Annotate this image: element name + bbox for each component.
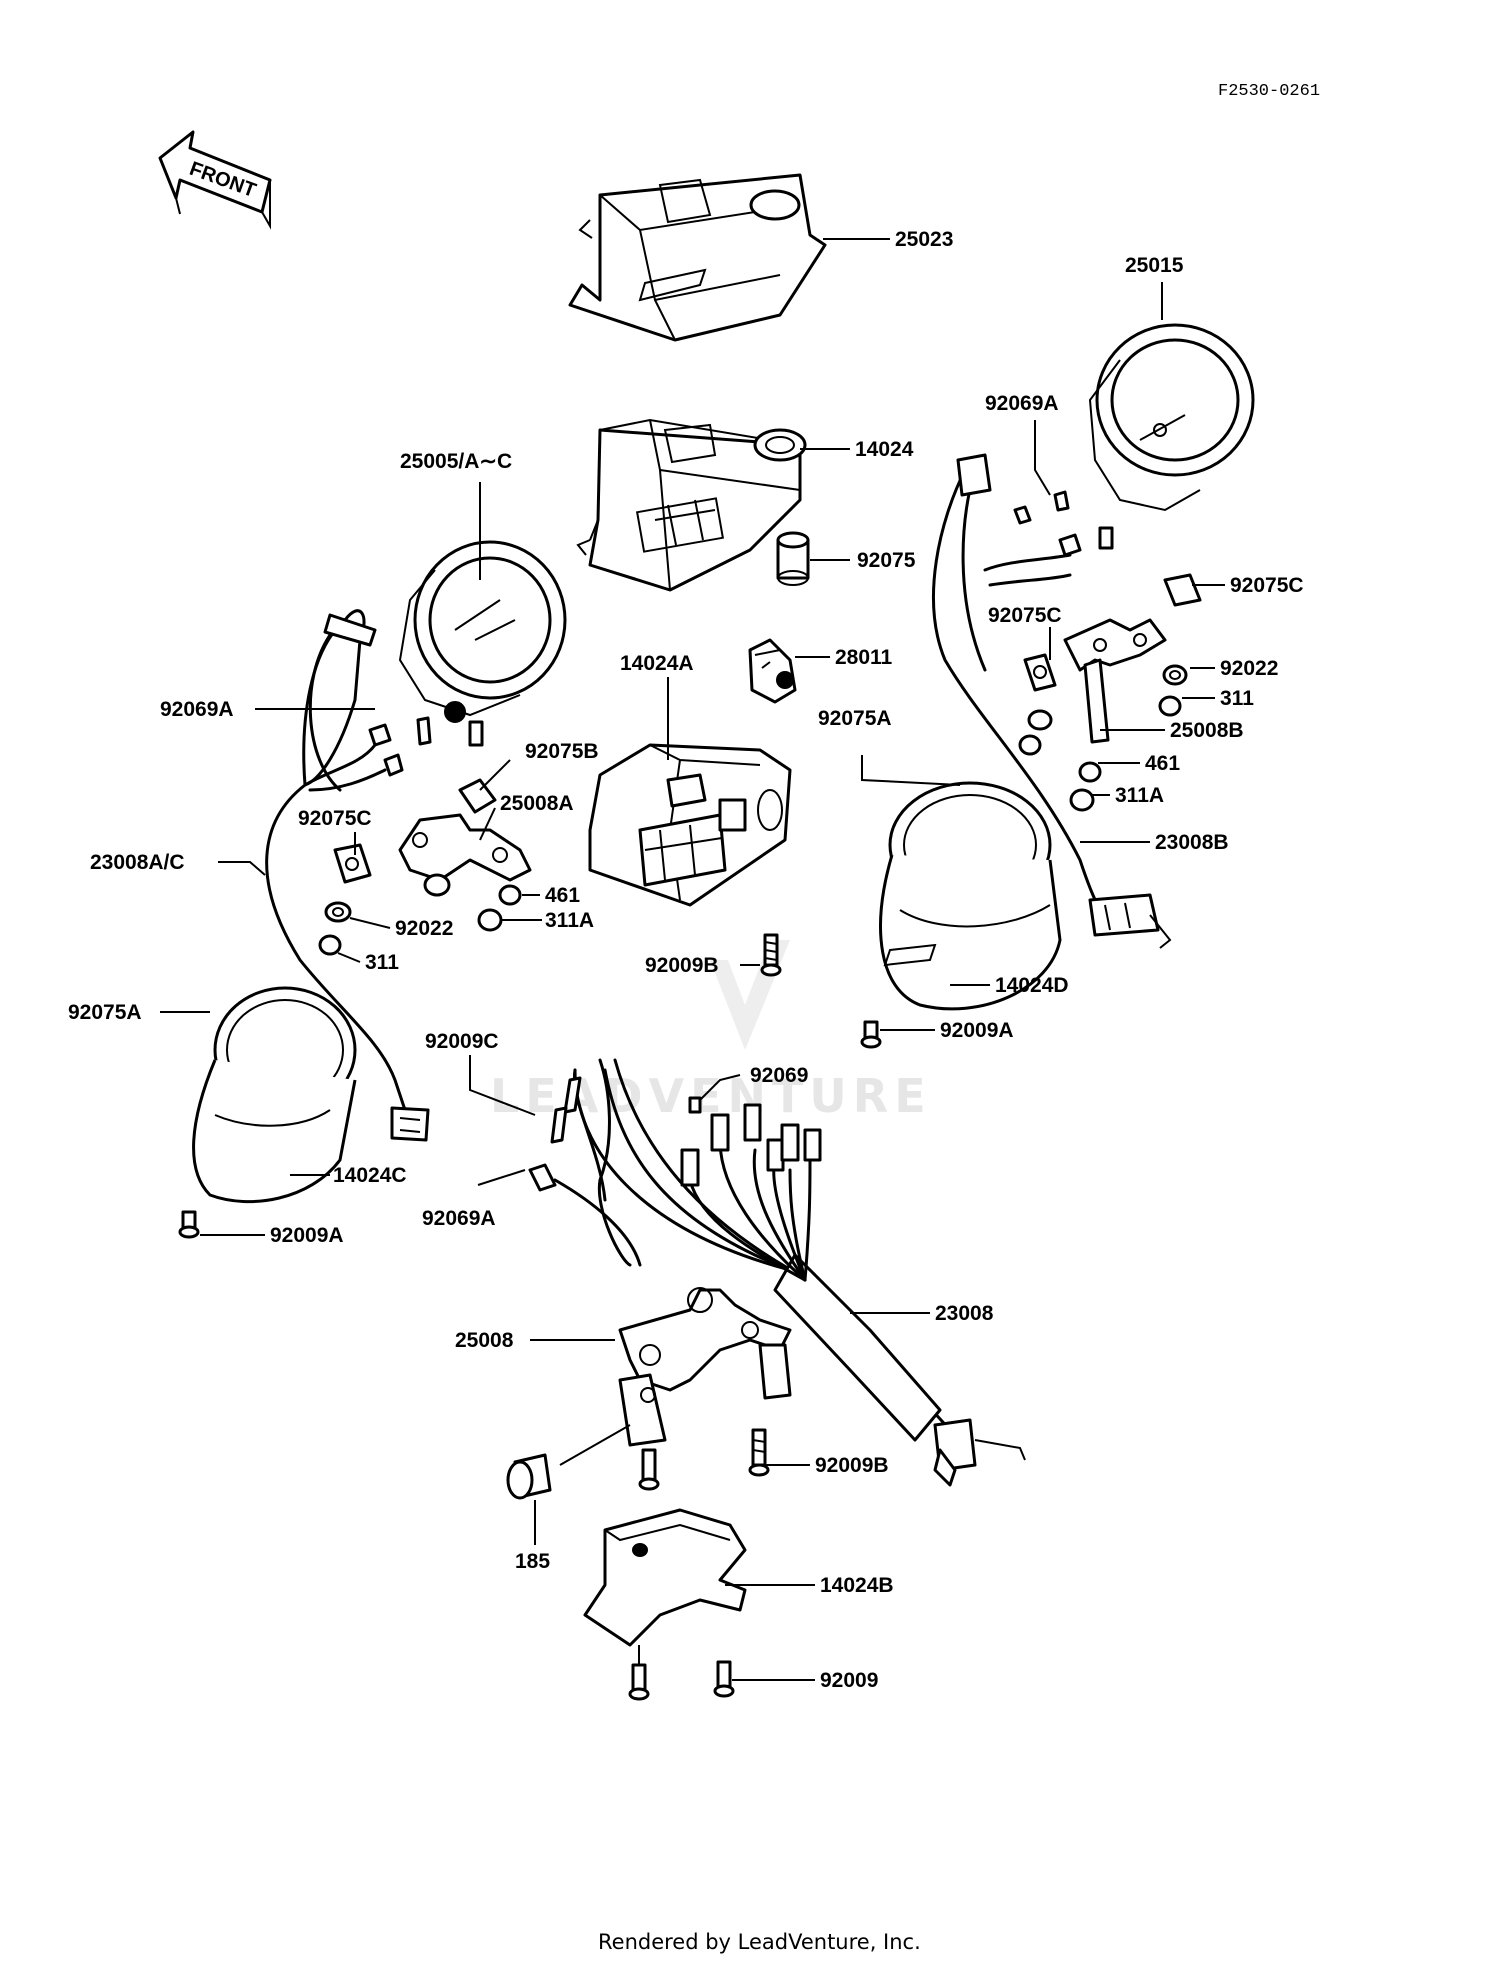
callout-92075A: 92075A: [818, 707, 892, 730]
washer-92022-right: [1162, 664, 1188, 686]
callout-25023: 25023: [895, 228, 953, 251]
screw-92009B-middle: [760, 933, 782, 977]
rubber-92075C-right1: [1163, 573, 1202, 607]
rubber-92075C-left: [333, 843, 372, 884]
grommet-92075: [776, 531, 810, 586]
callout-92009: 92009: [820, 1669, 878, 1692]
rubber-92075C-right2: [1023, 653, 1057, 692]
nut-311A-right: [1069, 788, 1095, 812]
callout-92075: 92075: [857, 549, 916, 572]
callout-92069A: 92069A: [422, 1207, 496, 1230]
harness-23008B: [932, 453, 1172, 949]
nut-461-left: [498, 884, 522, 906]
meter-housing-14024A: [588, 743, 792, 907]
callout-92075C: 92075C: [298, 807, 372, 830]
callout-23008A-C: 23008A/C: [90, 851, 185, 874]
screw-92009A-right: [860, 1020, 882, 1049]
bulb-sockets-92069: [680, 1096, 822, 1282]
callout-92069A: 92069A: [160, 698, 234, 721]
callout-92009B: 92009B: [815, 1454, 889, 1477]
callout-14024A: 14024A: [620, 652, 694, 675]
lower-cover-14024C: [192, 986, 357, 1204]
callout-14024C: 14024C: [333, 1164, 407, 1187]
callout-92022: 92022: [1220, 657, 1278, 680]
nut-right-small: [1018, 734, 1042, 756]
screw-92009-right: [713, 1660, 735, 1698]
callout-311A: 311A: [1115, 784, 1164, 807]
tachometer-25015: [1088, 323, 1255, 550]
cap-nut-left: [423, 873, 451, 897]
callout-311: 311: [365, 951, 399, 974]
harness-23008AC: [265, 609, 430, 1142]
callout-92075A: 92075A: [68, 1001, 142, 1024]
callout-92022: 92022: [395, 917, 453, 940]
bracket-25008A: [398, 813, 532, 882]
rubber-92075B: [458, 778, 497, 814]
callout-28011: 28011: [835, 646, 893, 669]
socket-28011: [748, 638, 797, 704]
callout-23008: 23008: [935, 1302, 994, 1325]
meter-case: [576, 418, 807, 592]
screw-middle-bottom: [638, 1448, 660, 1491]
callout-92009B: 92009B: [645, 954, 719, 977]
bulb-92069A-bottom: [528, 1163, 642, 1267]
callout-92009A: 92009A: [270, 1224, 344, 1247]
callout-25015: 25015: [1125, 254, 1184, 277]
nut-311A-left: [477, 908, 503, 932]
callout-92069A: 92069A: [985, 392, 1059, 415]
callout-311: 311: [1220, 687, 1254, 710]
callout-25008B: 25008B: [1170, 719, 1244, 742]
leader-lines: [160, 238, 1225, 1681]
callout-185: 185: [515, 1550, 550, 1573]
upper-meter-cover: [568, 173, 827, 342]
screw-92009A-left: [178, 1210, 200, 1239]
screw-92009-left: [628, 1663, 650, 1701]
callout-25005-a-c: 25005/A∼C: [400, 450, 512, 473]
speedometer-25005: [398, 540, 567, 747]
callout-14024: 14024: [855, 438, 914, 461]
nut-311-left: [318, 934, 342, 956]
callout-92075B: 92075B: [525, 740, 599, 763]
callout-14024D: 14024D: [995, 974, 1069, 997]
lower-cover-14024D: [879, 781, 1062, 1011]
callout-25008: 25008: [455, 1329, 514, 1352]
cover-14024B: [583, 1508, 747, 1647]
callout-25008A: 25008A: [500, 792, 574, 815]
callout-461: 461: [545, 884, 580, 907]
bracket-25008B: [1063, 618, 1167, 744]
washer-right: [1027, 709, 1053, 731]
callout-92009A: 92009A: [940, 1019, 1014, 1042]
bracket-25008: [618, 1287, 792, 1447]
callout-461: 461: [1145, 752, 1180, 775]
callout-14024B: 14024B: [820, 1574, 894, 1597]
front-direction-arrow-icon: FRONT: [158, 130, 272, 230]
washer-92022-left: [324, 901, 352, 923]
callout-311A: 311A: [545, 909, 594, 932]
lamp-wire-92009C: [550, 1058, 632, 1267]
callout-92075C: 92075C: [988, 604, 1062, 627]
callout-labels: 25023 25015 92069A 14024 25005/A∼C 92075…: [68, 228, 1304, 1692]
footer-credit: Rendered by LeadVenture, Inc.: [598, 1930, 921, 1954]
nut-461-right: [1078, 761, 1102, 783]
bolt-185: [506, 1453, 552, 1500]
nut-311-right: [1158, 695, 1182, 717]
callout-92069: 92069: [750, 1064, 808, 1087]
document-code: F2530-0261: [1218, 82, 1320, 101]
callout-23008B: 23008B: [1155, 831, 1229, 854]
callout-92009C: 92009C: [425, 1030, 499, 1053]
screw-92009B-bottom: [748, 1428, 770, 1477]
callout-92075C: 92075C: [1230, 574, 1304, 597]
